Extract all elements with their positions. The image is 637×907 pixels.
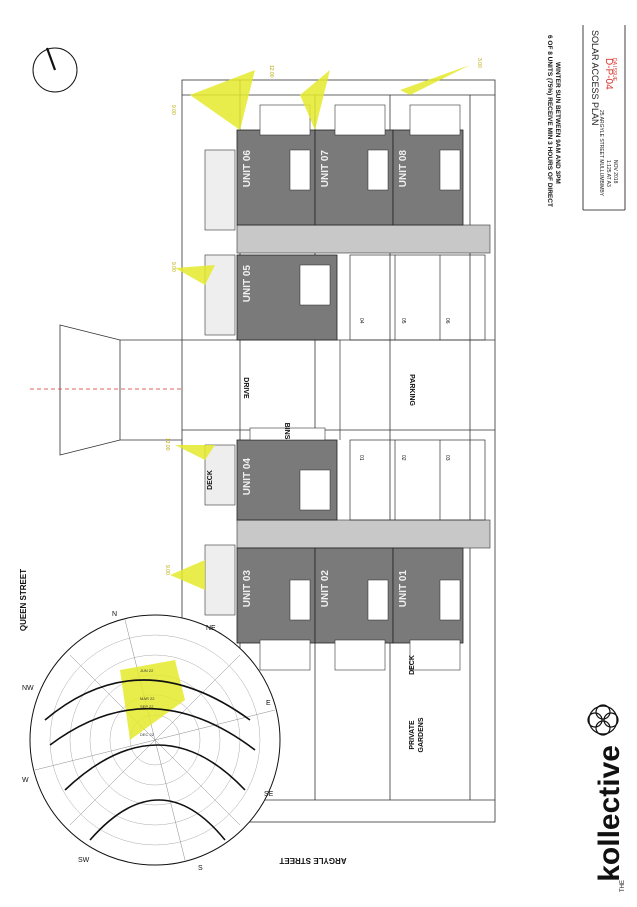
private-gardens-label: GARDENS (418, 717, 425, 752)
north-point (32, 47, 78, 93)
compass-label: W (22, 777, 29, 784)
unit-label: UNIT 05 (242, 265, 253, 303)
sheet-date: NOV 2018 (612, 160, 618, 184)
sheet-address: 25 ARGYLE STREET MULLUMBIMBY (598, 110, 604, 197)
title-block: SOLAR ACCESS PLAN D-P-04 DA ISSUE 25 ARG… (582, 25, 626, 211)
brand-name: kollective (593, 745, 626, 882)
argyle-street-label: ARGYLE STREET (279, 856, 346, 865)
revision-label: DA ISSUE (611, 58, 617, 82)
sunpath-date-label: MAR 22 (140, 696, 155, 701)
unit-label: UNIT 03 (242, 570, 253, 608)
compass-label: E (266, 700, 271, 707)
compass-labels: N NE E SE S SW W NW (22, 611, 274, 872)
north-arrow-icon (45, 47, 57, 71)
parking-bay-number: 01 (358, 455, 364, 461)
unit-label: UNIT 08 (398, 150, 409, 188)
parking-bay-numbers: 01 02 03 04 05 06 (358, 318, 450, 461)
sheet-title: SOLAR ACCESS PLAN (590, 30, 600, 126)
driveway-entry (30, 324, 182, 456)
compass-label: SW (78, 857, 90, 864)
sunpath-date-label: DEC 22 (140, 732, 155, 737)
deck-label: DECK (207, 470, 214, 490)
parking-bay-number: 03 (444, 455, 450, 461)
unit-label: UNIT 06 (242, 150, 253, 188)
queen-street-label: QUEEN STREET (19, 569, 28, 631)
sun-time-label: 12.00 (164, 438, 170, 451)
knot-logo-icon (587, 704, 619, 736)
unit-labels: UNIT 06 UNIT 07 UNIT 08 UNIT 05 UNIT 04 … (242, 150, 409, 608)
drawing-number: D-P-04 (603, 58, 614, 90)
solar-note: 6 OF 8 UNITS (75%) RECEIVE MIN 3 HOURS O… (546, 35, 561, 207)
unit-label: UNIT 07 (320, 150, 331, 188)
sunpath-date-label: SEP 22 (140, 704, 154, 709)
upper-units-block (204, 104, 491, 341)
parking-bay-number: 06 (444, 318, 450, 324)
sun-wedges (170, 65, 470, 590)
compass-label: S (198, 865, 203, 872)
bins-label: BINS (283, 423, 290, 440)
unit-label: UNIT 02 (320, 570, 331, 608)
lower-units-block (204, 427, 491, 671)
compass-label: N (112, 611, 117, 618)
brand-logo: kollective THE (587, 704, 626, 892)
parking-bay-number: 04 (358, 318, 364, 324)
sheet-scale: 1:125 AT A3 (605, 160, 611, 187)
parking-area (339, 254, 486, 521)
sun-time-labels: 9.00 12.00 3.00 9.00 12.00 9.00 (164, 58, 482, 575)
sun-time-label: 12.00 (268, 65, 274, 78)
unit-label: UNIT 04 (242, 458, 253, 496)
solar-note-line-2: WINTER SUN BETWEEN 9AM AND 3PM (554, 62, 561, 184)
brand-prefix: THE (620, 880, 626, 892)
compass-label: SE (264, 791, 274, 798)
solar-note-line-1: 6 OF 8 UNITS (75%) RECEIVE MIN 3 HOURS O… (546, 35, 553, 207)
compass-label: NW (22, 685, 34, 692)
drive-label: DRIVE (242, 377, 249, 399)
parking-bay-number: 02 (400, 455, 406, 461)
sunpath-date-labels: JUN 22 MAR 22 SEP 22 DEC 22 (140, 668, 155, 737)
sun-time-label: 9.00 (170, 105, 176, 115)
sun-time-label: 9.00 (164, 565, 170, 575)
private-gardens-label: PRIVATE (409, 720, 416, 750)
sunpath-date-label: JUN 22 (140, 668, 154, 673)
area-labels: DRIVE PARKING BINS DECK DECK PRIVATE GAR… (207, 374, 425, 752)
parking-bay-number: 05 (400, 318, 406, 324)
deck-label: DECK (409, 655, 416, 675)
sunpath-diagram (29, 614, 281, 866)
compass-label: NE (206, 625, 216, 632)
unit-label: UNIT 01 (398, 570, 409, 608)
sun-time-label: 3.00 (476, 58, 482, 68)
sun-time-label: 9.00 (170, 262, 176, 272)
parking-label: PARKING (408, 374, 415, 406)
